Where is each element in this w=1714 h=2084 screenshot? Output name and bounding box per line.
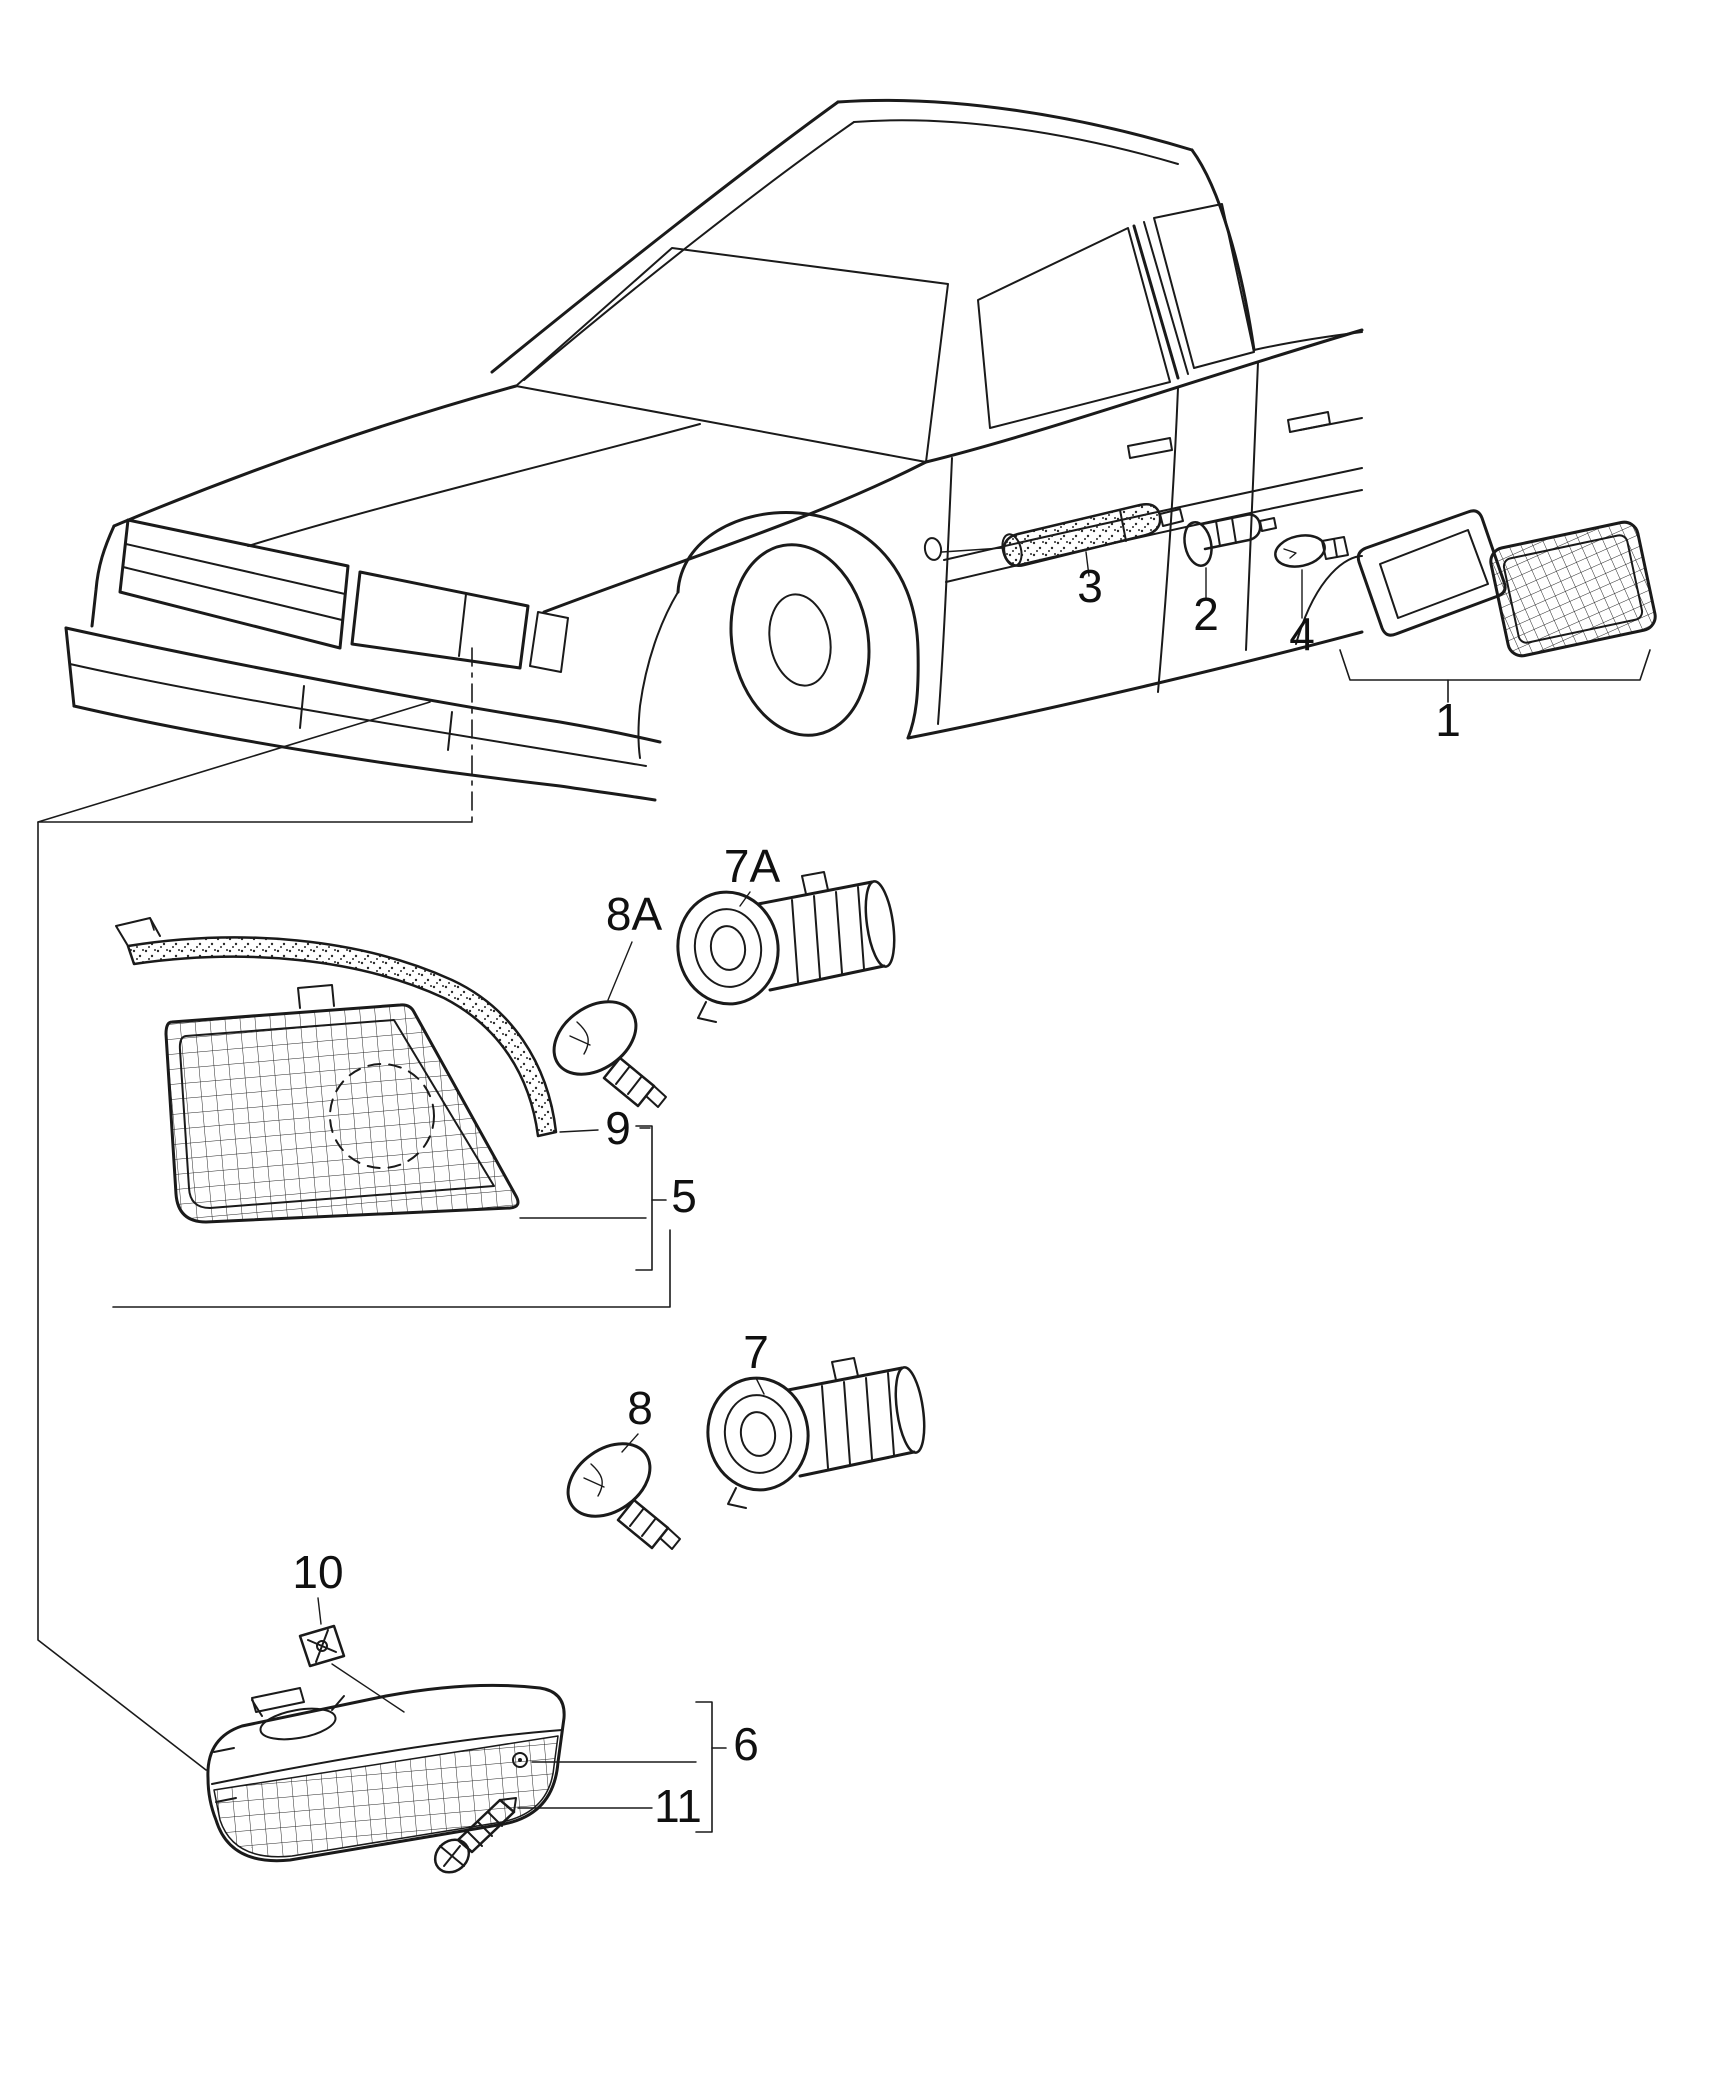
bulb-socket-7: [699, 1356, 931, 1510]
turn-signal-lamp-lower: [206, 1683, 566, 1863]
fender-line: [542, 460, 928, 614]
roofline: [836, 98, 1194, 152]
b-pillar: [1132, 224, 1180, 380]
callout-line-8: [621, 1433, 639, 1453]
callout-line-8a: [607, 941, 633, 1001]
bulb-position-circle: [329, 1063, 435, 1169]
door-gap-mid: [1157, 387, 1179, 693]
screw-11: [433, 1797, 653, 1874]
windshield: [515, 247, 949, 463]
callout-1[interactable]: 1: [1435, 694, 1461, 746]
hood-edge: [112, 384, 518, 528]
leader-lines: [37, 547, 1003, 1771]
callout-11[interactable]: 11: [654, 1780, 702, 1832]
front-door-glass: [977, 227, 1171, 429]
grille: [118, 518, 350, 650]
callout-10[interactable]: 10: [292, 1546, 343, 1598]
a-pillar: [490, 100, 840, 374]
door-gap-rear: [1245, 361, 1259, 651]
lens-gasket-strip: [115, 917, 651, 1138]
callout-9[interactable]: 9: [605, 1102, 631, 1154]
wheel-hub: [768, 593, 832, 687]
headlamp: [350, 570, 530, 670]
callout-8a[interactable]: 8A: [606, 888, 663, 940]
callout-7a[interactable]: 7A: [724, 840, 781, 892]
headlamp-inner: [529, 611, 569, 673]
bracket-part6: [531, 1701, 727, 1833]
callout-5[interactable]: 5: [671, 1170, 697, 1222]
callout-8[interactable]: 8: [627, 1382, 653, 1434]
repeater-lens: [1489, 520, 1657, 658]
bulb-8: [552, 1427, 682, 1551]
callout-3[interactable]: 3: [1077, 560, 1103, 612]
callout-7[interactable]: 7: [743, 1326, 769, 1378]
beltline: [924, 328, 1364, 464]
repeater-bulb: [1274, 534, 1349, 619]
repeater-seal-frame: [1356, 509, 1507, 637]
speed-nut-10: [298, 1597, 405, 1713]
c-pillar: [1190, 148, 1256, 352]
wheel-arch: [676, 511, 920, 740]
repeater-bulb-holder: [1183, 513, 1277, 599]
callout-line-7: [755, 1377, 765, 1395]
callout-line-7a: [739, 891, 751, 907]
bracket-part5: [519, 1125, 667, 1271]
repeater-socket-housing: [1001, 503, 1184, 577]
callout-2[interactable]: 2: [1193, 588, 1219, 640]
bulb-socket-7a: [676, 871, 896, 1023]
door-gap-front: [937, 457, 953, 725]
repeater-hole: [923, 537, 943, 561]
rocker-line: [906, 630, 1364, 740]
bulb-8a: [552, 1000, 667, 1108]
door-handle-front: [1127, 437, 1173, 459]
quarter-glass: [1153, 203, 1255, 369]
roof-drip-line: [853, 119, 1179, 165]
turn-signal-lens-front: [164, 984, 520, 1224]
rear-arch: [1295, 555, 1363, 645]
callout-6[interactable]: 6: [733, 1718, 759, 1770]
front-wheel: [729, 543, 871, 737]
bumper: [64, 626, 662, 744]
screw-hole: [512, 1752, 528, 1768]
vehicle-drawing: [64, 98, 1364, 802]
bracket-part1: [1339, 649, 1651, 703]
callout-4[interactable]: 4: [1289, 608, 1315, 660]
hood-crease: [247, 423, 701, 547]
